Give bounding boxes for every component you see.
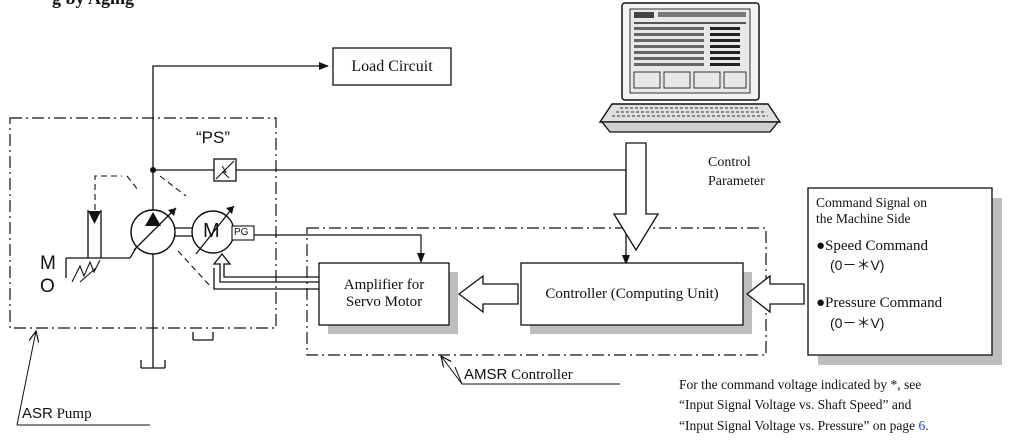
pilot-line-diag-2 [159, 175, 187, 197]
motor-drain-symbol [192, 332, 214, 341]
ps-signal-line [236, 169, 630, 265]
controller-label: Controller (Computing Unit) [545, 285, 719, 302]
main-pressure-line [152, 62, 329, 212]
amsr-label-suffix: Controller [507, 367, 573, 383]
note-line-3-text: “Input Signal Voltage vs. Pressure” on p… [679, 417, 919, 433]
controller-box [520, 262, 744, 326]
asr-pump-label: ASR Pump [22, 405, 92, 423]
command-voltage-note: For the command voltage indicated by *, … [679, 375, 929, 436]
pressure-command-range: (0－＊V) [830, 314, 885, 331]
pilot-line-diag-3 [177, 250, 213, 289]
variable-pump-symbol [129, 207, 177, 369]
pilot-line-left [94, 175, 122, 210]
heading-fragment: g by Aging [52, 0, 134, 9]
note-line-2: “Input Signal Voltage vs. Shaft Speed” a… [679, 397, 912, 413]
note-line-3: “Input Signal Voltage vs. Pressure” on p… [679, 416, 929, 436]
pressure-sensor-symbol [213, 158, 237, 182]
control-parameter-line2: Parameter [708, 173, 765, 189]
amplifier-box [318, 262, 450, 326]
pg-signal-line [254, 234, 425, 263]
note-line-1: For the command voltage indicated by *, … [679, 377, 922, 392]
asr-pump-boundary [9, 117, 277, 329]
mo-label-m: M [40, 253, 56, 274]
control-parameter-line1: Control [708, 155, 751, 170]
amplifier-label: Amplifier for Servo Motor [319, 263, 449, 325]
hollow-arrow-amplifier-to-motor [212, 252, 319, 283]
amsr-label-prefix: AMSR [464, 366, 508, 383]
pg-label: PG [234, 227, 249, 238]
ps-label: “PS” [196, 128, 230, 147]
command-panel-box [807, 187, 993, 356]
amplifier-label-line1: Amplifier for [343, 277, 425, 293]
command-panel-title-2: the Machine Side [816, 210, 911, 226]
hollow-arrow-command-to-controller [745, 274, 805, 314]
pilot-line-diag-1 [126, 175, 139, 191]
relief-spring-symbol [65, 257, 130, 283]
speed-command-label: ●Speed Command [816, 238, 928, 255]
command-panel-text: Command Signal on the Machine Side ●Spee… [816, 195, 942, 331]
laptop-illustration [598, 2, 782, 133]
note-line-3-end: . [925, 417, 929, 433]
asr-label-suffix: Pump [52, 406, 92, 422]
mo-label-o: O [40, 276, 55, 297]
load-circuit-label: Load Circuit [351, 57, 433, 75]
check-valve-symbol [87, 210, 102, 258]
control-parameter-label: Control Parameter [708, 154, 765, 192]
pg-encoder-box [231, 225, 255, 241]
speed-command-range: (0－＊V) [830, 257, 885, 274]
amsr-controller-label: AMSR Controller [464, 366, 573, 384]
hollow-arrow-amplifier-to-motor-outer [213, 268, 319, 290]
asr-label-arrow [16, 331, 36, 426]
hollow-arrow-laptop-to-controller [612, 142, 660, 252]
command-panel-title-1: Command Signal on [816, 195, 927, 210]
hollow-arrow-controller-to-amplifier [457, 274, 519, 314]
amsr-label-arrow [441, 356, 463, 385]
asr-label-prefix: ASR [22, 405, 53, 422]
page-reference-link[interactable]: 6 [918, 417, 926, 433]
amplifier-label-line2: Servo Motor [345, 294, 423, 310]
load-circuit-box [332, 47, 452, 86]
pressure-command-label: ●Pressure Command [816, 295, 943, 312]
motor-symbol-label: M [203, 220, 220, 242]
